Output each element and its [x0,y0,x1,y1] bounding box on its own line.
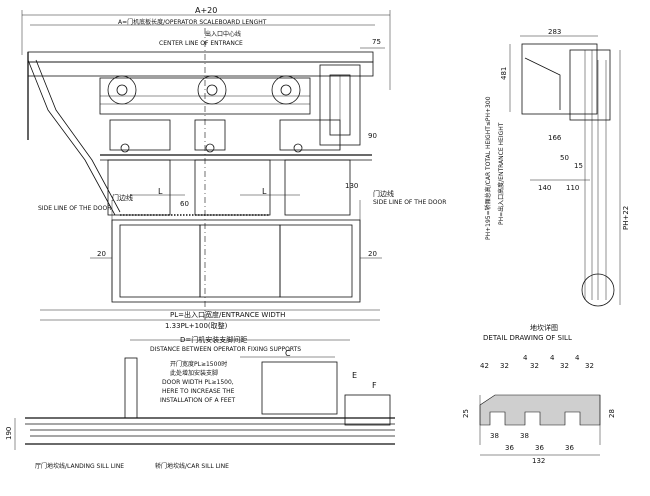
dim-166: 166 [548,134,562,142]
door-side-right-en: SIDE LINE OF THE DOOR [373,199,446,206]
center-line-en: CENTER LINE OF ENTRANCE [159,40,243,47]
sill-detail: 地坎详图 DETAIL DRAWING OF SILL 42 32 4 32 4… [462,323,616,465]
sill-top-4: 4 [550,354,555,362]
sill-top-7: 32 [585,362,594,370]
pulley-right [271,75,301,105]
entrance-height-label: PH=出入口高度/ENTRANCE HEIGHT [497,122,505,225]
sill-dim-132: 132 [532,457,545,465]
note-cn-1: 开门宽度PL≥1500时 [170,360,227,368]
note-en-1: DOOR WIDTH PL≥1500, [162,379,234,386]
dim-283: 283 [548,28,561,36]
door-side-left-cn: 门边线 [112,193,133,202]
d-label-en: DISTANCE BETWEEN OPERATOR FIXING SUPPORT… [150,346,301,353]
sill-b-a-1: 38 [520,432,529,440]
pulley-mid [197,75,227,105]
side-view: 283 481 166 50 15 140 110 PH+195=轿厢总高/CA… [484,28,630,307]
sill-title-en: DETAIL DRAWING OF SILL [483,334,572,342]
sill-top-1: 32 [500,362,509,370]
dim-20-left: 20 [97,250,106,258]
dim-481: 481 [500,67,508,80]
dim-60: 60 [180,200,189,208]
dim-15: 15 [574,162,583,170]
sill-top-5: 32 [560,362,569,370]
front-view: A+20 A=门机底板长度/OPERATOR SCALEBOARD LENGHT… [21,6,446,330]
sill-top-3: 32 [530,362,539,370]
dim-f: F [372,381,377,390]
dim-c: C [285,349,291,358]
dim-20-right: 20 [368,250,377,258]
ph-22: PH+22 [622,206,630,230]
sill-b-a-0: 38 [490,432,499,440]
dim-130: 130 [345,182,358,190]
dim-l-right: L [262,187,267,196]
sill-title-cn: 地坎详图 [530,323,558,332]
sill-b-b-0: 36 [505,444,514,452]
dim-190: 190 [5,427,13,440]
sill-top-0: 42 [480,362,489,370]
door-side-right-cn: 门边线 [373,189,394,198]
dim-75: 75 [372,38,381,46]
sill-dim-25: 25 [462,409,470,418]
dim-e: E [352,371,357,380]
note-cn-2: 此处增加安装支脚 [170,369,218,377]
dim-140: 140 [538,184,551,192]
landing-sill: 厅门地坎线/LANDING SILL LINE [35,462,124,470]
sill-top-2: 4 [523,354,528,362]
d-label-cn: D=门机安装支脚间距 [180,335,247,344]
door-side-left-en: SIDE LINE OF THE DOOR [38,205,111,212]
dim-l-left: L [158,187,163,196]
sill-b-b-1: 36 [535,444,544,452]
dim-110: 110 [566,184,579,192]
dim-50: 50 [560,154,569,162]
pulley-left [107,75,137,105]
pl-factor: 1.33PL+100(取整) [165,321,228,330]
note-en-3: INSTALLATION OF A FEET [160,397,236,404]
sill-b-b-2: 36 [565,444,574,452]
sill-dim-28: 28 [608,409,616,418]
plan-view: D=门机安装支脚间距 DISTANCE BETWEEN OPERATOR FIX… [5,335,395,470]
sill-top-6: 4 [575,354,580,362]
dim-a-plus-20: A+20 [195,6,217,15]
note-en-2: HERE TO INCREASE THE [162,388,235,395]
pl-label: PL=出入口宽度/ENTRANCE WIDTH [170,310,285,319]
total-height-label: PH+195=轿厢总高/CAR TOTAL HEIGHT≤PH+300 [484,96,492,240]
car-sill: 轿门地坎线/CAR SILL LINE [155,462,229,470]
dim-90: 90 [368,132,377,140]
dim-a-label: A=门机底板长度/OPERATOR SCALEBOARD LENGHT [118,18,267,26]
center-line-cn: 出入口中心线 [205,30,241,38]
